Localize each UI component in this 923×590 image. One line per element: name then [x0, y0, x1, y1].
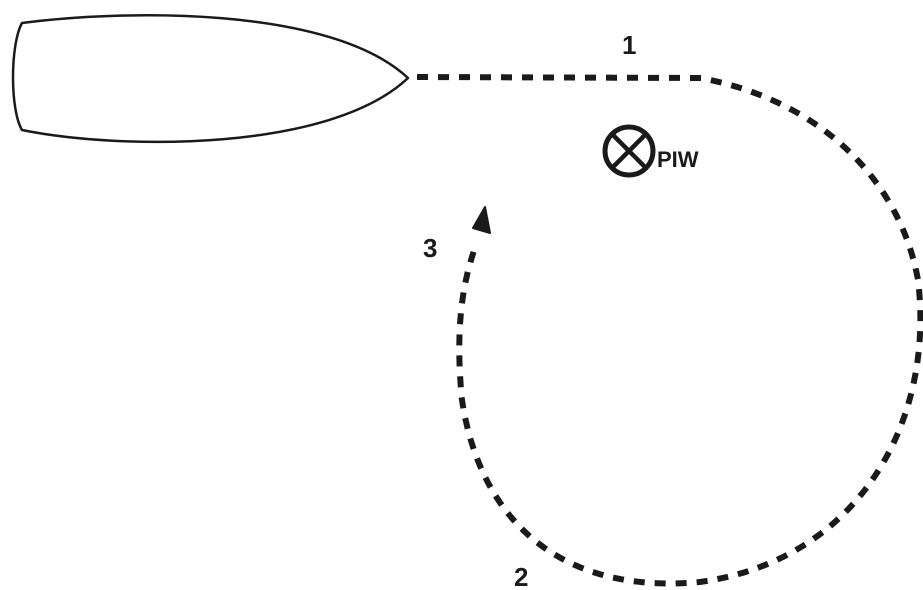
piw-label: PIW [657, 147, 699, 172]
step-label-3: 3 [423, 233, 437, 263]
piw-marker-icon [602, 124, 656, 178]
boat-hull [11, 14, 410, 144]
step-label-1: 1 [622, 30, 636, 60]
path-arrowhead [472, 206, 491, 234]
step-label-2: 2 [514, 562, 528, 590]
maneuver-path [416, 73, 923, 587]
